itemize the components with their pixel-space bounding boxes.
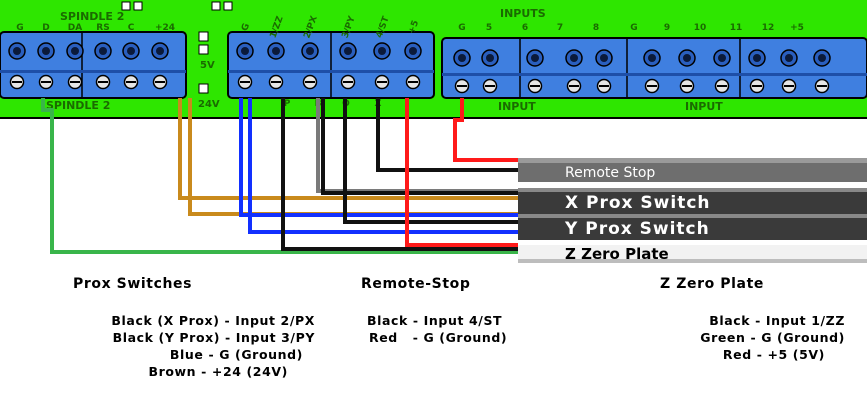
- spindle-bottom-label: SPINDLE 2: [46, 99, 110, 112]
- wires: [41, 98, 520, 254]
- voltage-selector-switch[interactable]: [196, 28, 224, 98]
- wiring-diagram: SPINDLE 2 SPINDLE 2 G D DA RS C +24 5V 24V G 1…: [0, 0, 867, 263]
- input-wire-entry-hole-9: [753, 54, 761, 62]
- input-wire-entry-hole-1: [458, 54, 466, 62]
- wire-blue-y-prox-ground: [248, 98, 520, 234]
- input-pin-label-b-5: 12: [762, 23, 775, 33]
- sensor-wire-entry-hole-3: [306, 47, 314, 55]
- legend-prox-line-1: Black (X Prox) - Input 2/PX: [111, 313, 315, 328]
- switch-5v-label: 5V: [200, 60, 215, 71]
- sensor-wire-entry-hole-5: [378, 47, 386, 55]
- legend-prox-line-2: Black (Y Prox) - Input 3/PY: [112, 330, 315, 345]
- input-pin-label-b-4: 11: [730, 23, 743, 33]
- wire-blue-x-prox-ground: [239, 98, 520, 217]
- spindle-wire-entry-hole-4: [99, 47, 107, 55]
- input-pin-label-a-3: 6: [522, 23, 528, 33]
- cable-x-prox: [518, 188, 867, 214]
- legend-prox-line-3: Blue - G (Ground): [169, 347, 303, 362]
- input-wire-entry-hole-8: [718, 54, 726, 62]
- input-wire-entry-hole-11: [818, 54, 826, 62]
- spindle-pin-label-4: RS: [96, 23, 109, 33]
- cable-remote-stop: [518, 158, 867, 182]
- sensor-bottom-label-1: P: [284, 99, 291, 109]
- cable-z-zero-plate: [518, 241, 867, 263]
- legend-zzero-line-2: Green - G (Ground): [700, 330, 845, 345]
- input-label-a: INPUT: [498, 100, 536, 113]
- legend-remote-line-2: Red - G (Ground): [369, 330, 508, 345]
- cable-label-y-prox: Y Prox Switch: [564, 219, 710, 239]
- legend-prox-line-4: Brown - +24 (24V): [148, 364, 288, 379]
- switch-24v-label: 24V: [198, 99, 220, 110]
- legend-zzero-line-3: Red - +5 (5V): [722, 347, 825, 362]
- inputs-title: INPUTS: [500, 7, 546, 20]
- spindle-wire-entry-hole-1: [13, 47, 21, 55]
- wire-black-y-prox: [343, 98, 520, 224]
- input-pin-label-b-6: +5: [790, 23, 804, 33]
- spindle-top-label: SPINDLE 2: [60, 10, 124, 23]
- input-wire-entry-hole-10: [785, 54, 793, 62]
- wire-black-zero-plate: [281, 98, 520, 251]
- input-pin-label-a-5: 8: [593, 23, 599, 33]
- sensor-wire-entry-hole-1: [241, 47, 249, 55]
- spindle-pin-label-3: DA: [68, 23, 82, 33]
- input-wire-entry-hole-5: [600, 54, 608, 62]
- wire-red-zero-plate-5v: [405, 98, 520, 247]
- input-wire-entry-hole-4: [570, 54, 578, 62]
- legend-zzero-line-1: Black - Input 1/ZZ: [709, 313, 845, 328]
- spindle-pin-label-5: C: [128, 23, 135, 33]
- sensor-terminal-block: [227, 31, 435, 99]
- input-pin-label-b-2: 9: [664, 23, 670, 33]
- legend-remote-line-1: Black - Input 4/ST: [367, 313, 503, 328]
- input-pin-label-a-1: G: [458, 23, 465, 33]
- input-pin-label-b-3: 10: [694, 23, 707, 33]
- cable-y-prox: [518, 214, 867, 240]
- spindle-wire-entry-hole-5: [127, 47, 135, 55]
- sensor-wire-entry-hole-6: [409, 47, 417, 55]
- spindle-wire-entry-hole-6: [156, 47, 164, 55]
- spindle-pin-label-6: +24: [155, 23, 175, 33]
- spindle-wire-entry-hole-2: [42, 47, 50, 55]
- input-pin-label-b-1: G: [630, 23, 637, 33]
- connector-pads: [121, 1, 233, 11]
- spindle-pin-label-2: D: [42, 23, 49, 33]
- spindle-wire-entry-hole-3: [71, 47, 79, 55]
- sensor-wire-entry-hole-2: [272, 47, 280, 55]
- sensor-wire-entry-hole-4: [344, 47, 352, 55]
- legend-prox-title: Prox Switches: [73, 276, 193, 292]
- legend-zzero-title: Z Zero Plate: [660, 276, 764, 292]
- wire-black-x-prox: [321, 98, 520, 195]
- input-pin-label-a-4: 7: [557, 23, 563, 33]
- wire-black-remote-stop: [376, 98, 520, 172]
- cable-label-x-prox: X Prox Switch: [565, 193, 711, 213]
- sensor-pin-label-6: +5: [407, 19, 421, 35]
- input-wire-entry-hole-3: [531, 54, 539, 62]
- spindle-pin-label-1: G: [16, 23, 23, 33]
- input-wire-entry-hole-7: [683, 54, 691, 62]
- sensor-pin-label-1: G: [240, 22, 252, 32]
- input-wire-entry-hole-2: [486, 54, 494, 62]
- wire-red-remote-stop-ground: [453, 98, 520, 162]
- input-label-b: INPUT: [685, 100, 723, 113]
- input-pin-label-a-2: 5: [486, 23, 492, 33]
- wire-green-zero-plate-ground: [41, 98, 520, 254]
- cable-label-z-zero-plate: Z Zero Plate: [565, 245, 669, 263]
- cable-label-remote-stop: Remote Stop: [565, 165, 655, 181]
- legend-remote-title: Remote-Stop: [361, 276, 471, 292]
- input-wire-entry-hole-6: [648, 54, 656, 62]
